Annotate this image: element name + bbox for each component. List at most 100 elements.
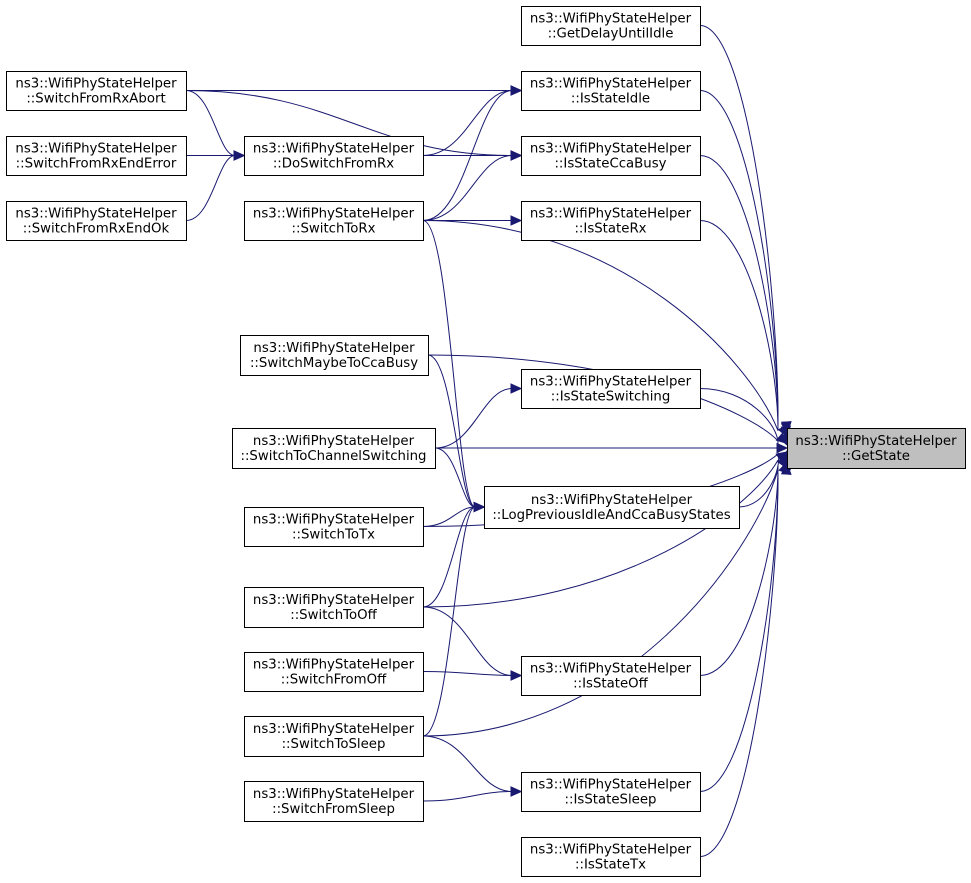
node-box [6,136,187,176]
node-method-label: ::IsStateCcaBusy [554,157,666,172]
node-switchtorx[interactable]: ns3::WifiPhyStateHelper::SwitchToRx [244,201,424,241]
node-method-label: ::GetDelayUntilIdle [548,27,674,42]
node-isoff[interactable]: ns3::WifiPhyStateHelper::IsStateOff [521,656,701,696]
arrow-head [776,442,789,454]
node-isidle[interactable]: ns3::WifiPhyStateHelper::IsStateIdle [521,71,701,111]
node-rxendok[interactable]: ns3::WifiPhyStateHelper::SwitchFromRxEnd… [6,201,187,241]
node-box [521,136,701,176]
node-doswitchfromrx[interactable]: ns3::WifiPhyStateHelper::DoSwitchFromRx [244,136,424,176]
edge-isccabusy-to-getstate [699,155,792,435]
node-switchfromoff[interactable]: ns3::WifiPhyStateHelper::SwitchFromOff [244,652,424,692]
edge-isrx-to-getstate [699,220,792,438]
arrow-head [510,786,523,797]
edge-line [422,155,513,221]
node-method-label: ::SwitchFromSleep [272,802,395,817]
edge-line [422,791,513,802]
node-box [484,486,740,529]
edge-line [422,506,476,527]
node-box [244,507,424,547]
node-namespace-label: ns3::WifiPhyStateHelper [531,493,693,508]
node-box [6,201,187,241]
node-method-label: ::SwitchFromRxAbort [26,92,165,107]
node-method-label: ::SwitchFromRxEndError [16,157,177,172]
node-namespace-label: ns3::WifiPhyStateHelper [530,662,692,677]
arrow-head [510,670,523,681]
node-box [787,428,966,469]
edge-line [185,90,236,156]
edge-line [699,25,779,421]
edge-line [422,220,779,431]
node-namespace-label: ns3::WifiPhyStateHelper [253,787,415,802]
node-method-label: ::IsStateRx [574,222,646,237]
node-box [240,335,429,376]
node-switchtooff[interactable]: ns3::WifiPhyStateHelper::SwitchToOff [244,587,424,628]
node-namespace-label: ns3::WifiPhyStateHelper [253,593,415,608]
node-istx[interactable]: ns3::WifiPhyStateHelper::IsStateTx [521,837,701,877]
node-method-label: ::SwitchToSleep [282,737,386,752]
edge-line [422,606,513,676]
node-method-label: ::SwitchToOff [290,608,377,623]
node-box [521,837,701,877]
node-switchtosleep[interactable]: ns3::WifiPhyStateHelper::SwitchToSleep [244,716,424,757]
arrow-head [777,424,788,438]
node-rxabort[interactable]: ns3::WifiPhyStateHelper::SwitchFromRxAbo… [6,71,187,111]
edge-switchtorx-to-isccabusy [422,150,523,221]
node-isrx[interactable]: ns3::WifiPhyStateHelper::IsStateRx [521,201,701,241]
node-maybecca[interactable]: ns3::WifiPhyStateHelper::SwitchMaybeToCc… [240,335,429,376]
edge-line [422,90,513,156]
node-switchfromsleep[interactable]: ns3::WifiPhyStateHelper::SwitchFromSleep [244,781,424,822]
node-box [521,6,701,46]
node-switchtotx[interactable]: ns3::WifiPhyStateHelper::SwitchToTx [244,507,424,547]
edge-line [699,474,779,857]
node-box [244,136,424,176]
node-method-label: ::LogPreviousIdleAndCcaBusyStates [492,508,730,523]
arrow-head [781,462,792,475]
node-rxenderror[interactable]: ns3::WifiPhyStateHelper::SwitchFromRxEnd… [6,136,187,176]
node-getdelay[interactable]: ns3::WifiPhyStateHelper::GetDelayUntilId… [521,6,701,46]
arrow-head [233,150,246,161]
arrow-head [510,383,523,394]
node-getstate[interactable]: ns3::WifiPhyStateHelper::GetState [787,428,966,469]
edge-switchtorx-to-isrx [423,215,523,226]
node-namespace-label: ns3::WifiPhyStateHelper [253,207,415,222]
edge-tochannel-to-getstate [435,442,789,454]
edge-line [427,354,476,508]
node-box [521,71,701,111]
node-method-label: ::SwitchToChannelSwitching [240,449,426,464]
node-tochannel[interactable]: ns3::WifiPhyStateHelper::SwitchToChannel… [232,428,436,469]
node-box [244,716,424,757]
node-namespace-label: ns3::WifiPhyStateHelper [15,142,177,157]
node-method-label: ::IsStateSleep [565,793,657,808]
edge-line [699,220,779,431]
edge-getdelay-to-getstate [699,25,792,434]
node-namespace-label: ns3::WifiPhyStateHelper [530,778,692,793]
node-namespace-label: ns3::WifiPhyStateHelper [530,142,692,157]
edge-line [422,459,779,608]
edge-line [699,473,779,792]
arrow-head [510,215,523,226]
arrow-head [510,85,523,96]
node-namespace-label: ns3::WifiPhyStateHelper [530,843,692,858]
edge-line [422,735,513,792]
node-namespace-label: ns3::WifiPhyStateHelper [253,722,415,737]
edge-tochannel-to-isswitching [434,383,523,449]
arrow-head [510,150,523,161]
node-method-label: ::GetState [842,449,910,464]
node-box [521,772,701,812]
node-logprev[interactable]: ns3::WifiPhyStateHelper::LogPreviousIdle… [484,486,740,529]
node-method-label: ::IsStateIdle [571,92,650,107]
edge-maybecca-to-logprev [427,354,486,513]
node-issleep[interactable]: ns3::WifiPhyStateHelper::IsStateSleep [521,772,701,812]
arrow-head [775,451,788,463]
node-namespace-label: ns3::WifiPhyStateHelper [15,207,177,222]
node-method-label: ::SwitchFromRxEndOk [23,222,170,237]
node-method-label: ::SwitchMaybeToCcaBusy [250,356,418,371]
edge-line [422,469,779,737]
edge-line [738,452,780,508]
node-namespace-label: ns3::WifiPhyStateHelper [530,207,692,222]
node-isswitching[interactable]: ns3::WifiPhyStateHelper::IsStateSwitchin… [521,369,701,409]
edge-line [422,220,476,508]
node-isccabusy[interactable]: ns3::WifiPhyStateHelper::IsStateCcaBusy [521,136,701,176]
node-box [244,652,424,692]
edge-switchtosleep-to-logprev [422,501,486,737]
